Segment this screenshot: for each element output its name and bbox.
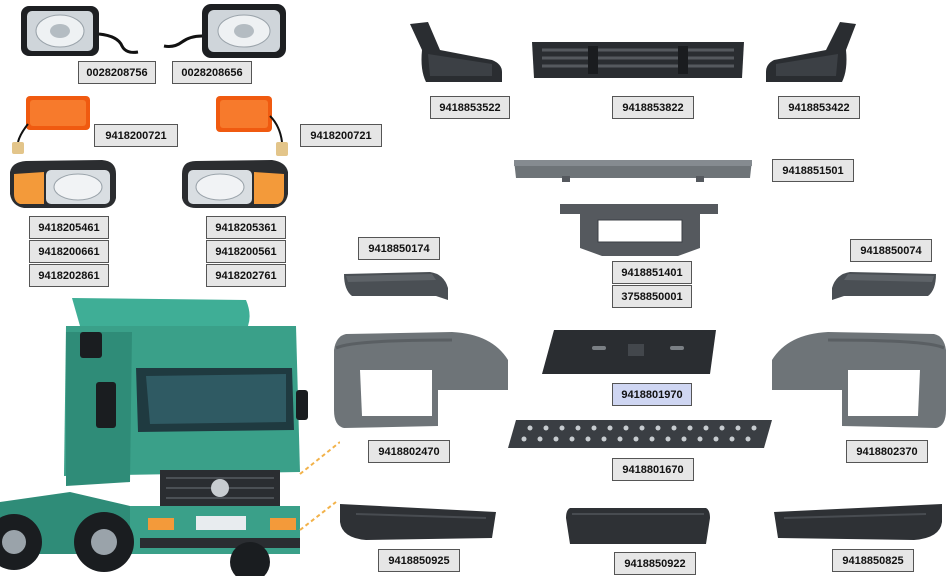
part-label-9418853522: 9418853522: [430, 96, 510, 119]
bumper-corner-right-image: [768, 330, 948, 434]
lower-spoiler-center-image: [564, 504, 712, 548]
indicator-lamp-left-image: [10, 94, 94, 156]
part-label-9418801670: 9418801670: [612, 458, 694, 481]
bumper-corner-left-image: [332, 330, 512, 434]
truck-photo-image: [0, 292, 340, 576]
part-label-0028208656: 0028208656: [172, 61, 252, 84]
part-label-9418202861: 9418202861: [29, 264, 109, 287]
part-label-9418200561: 9418200561: [206, 240, 286, 263]
part-label-9418802470: 9418802470: [368, 440, 450, 463]
part-label-9418205461: 9418205461: [29, 216, 109, 239]
grille-bracket-right-image: [764, 20, 860, 86]
radiator-grille-image: [528, 40, 748, 84]
part-label-9418200721-left: 9418200721: [94, 124, 178, 147]
part-label-3758850001: 3758850001: [612, 285, 692, 308]
step-plate-image: [506, 418, 774, 452]
grille-bracket-left-image: [406, 20, 506, 86]
front-cover-panel-image: [512, 158, 754, 184]
fog-lamp-left-image: [18, 4, 140, 62]
lower-spoiler-right-image: [770, 502, 946, 542]
part-label-9418851501: 9418851501: [772, 159, 854, 182]
bumper-end-cap-left-image: [340, 270, 452, 304]
part-label-9418850922: 9418850922: [614, 552, 696, 575]
part-label-9418801970: 9418801970: [612, 383, 692, 406]
part-label-9418200721-right: 9418200721: [300, 124, 382, 147]
indicator-lamp-right-image: [214, 94, 294, 160]
lower-spoiler-left-image: [336, 502, 500, 542]
part-label-9418802370: 9418802370: [846, 440, 928, 463]
fog-lamp-right-image: [162, 2, 290, 64]
part-label-9418202761: 9418202761: [206, 264, 286, 287]
headlamp-left-image: [6, 158, 118, 210]
part-label-0028208756: 0028208756: [78, 61, 156, 84]
part-label-9418850825: 9418850825: [832, 549, 914, 572]
part-label-9418853822: 9418853822: [612, 96, 694, 119]
part-label-9418851401: 9418851401: [612, 261, 692, 284]
part-label-9418853422: 9418853422: [778, 96, 860, 119]
bumper-mount-bracket-image: [558, 198, 722, 260]
part-label-9418850174: 9418850174: [358, 237, 440, 260]
part-label-9418850925: 9418850925: [378, 549, 460, 572]
part-label-9418205361: 9418205361: [206, 216, 286, 239]
part-label-9418850074: 9418850074: [850, 239, 932, 262]
part-label-9418200661: 9418200661: [29, 240, 109, 263]
bumper-end-cap-right-image: [828, 270, 940, 304]
number-plate-holder-image: [540, 328, 720, 378]
headlamp-right-image: [180, 158, 292, 210]
